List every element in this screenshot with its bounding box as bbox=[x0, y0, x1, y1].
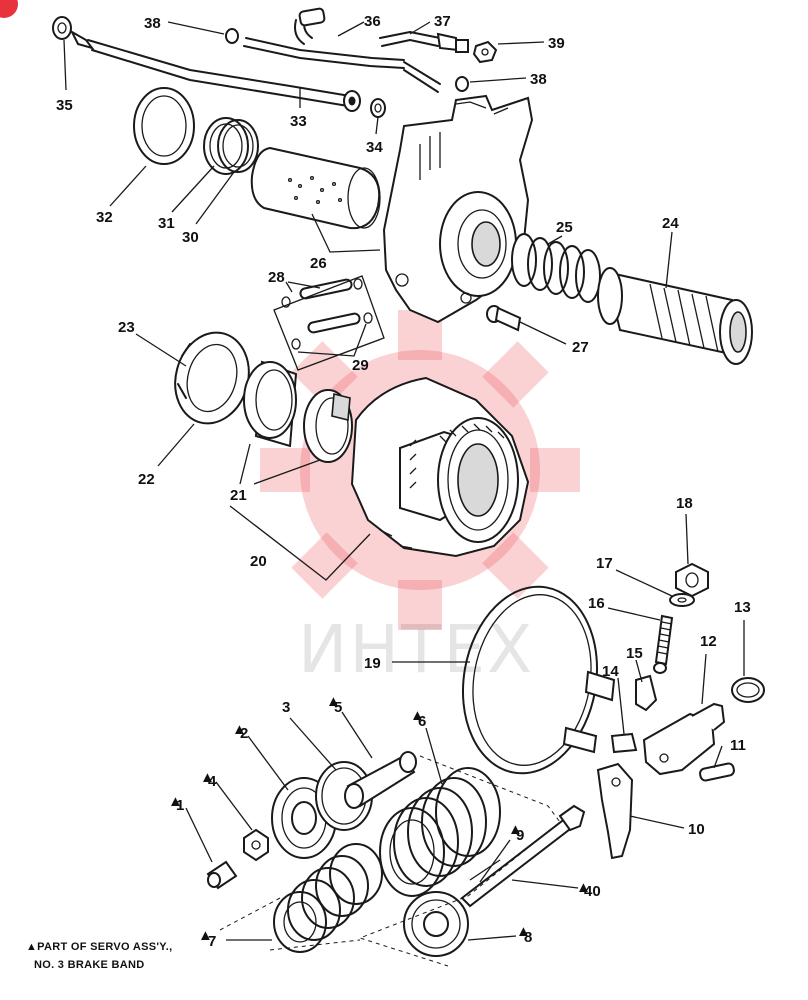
servo-marker-2: ▲ bbox=[232, 721, 247, 738]
part-29-seal-rings bbox=[281, 278, 373, 350]
part-33-tube bbox=[69, 29, 361, 112]
part-31-30-rings bbox=[203, 117, 259, 175]
servo-marker-7: ▲ bbox=[198, 927, 213, 944]
part-32-ring bbox=[133, 87, 195, 165]
part-19-brake-band bbox=[461, 585, 616, 775]
part-27-bolt bbox=[486, 305, 522, 332]
callout-39: 39 bbox=[548, 35, 565, 52]
callout-32: 32 bbox=[96, 209, 113, 226]
callout-29: 29 bbox=[352, 357, 369, 374]
servo-marker-5: ▲ bbox=[326, 693, 341, 710]
callout-34: 34 bbox=[366, 139, 383, 156]
part-26-sleeve bbox=[250, 146, 381, 230]
callout-labels: 35 33 34 38 36 37 39 38 32 31 30 26 25 2… bbox=[56, 13, 751, 950]
footnote-line-2: NO. 3 BRAKE BAND bbox=[34, 959, 145, 971]
part-1-pin bbox=[206, 860, 238, 890]
callout-16: 16 bbox=[588, 595, 605, 612]
part-9-rod-fitting bbox=[469, 859, 501, 881]
callout-40: 40 bbox=[584, 883, 601, 900]
part-36-tube bbox=[243, 7, 441, 93]
part-4-nut bbox=[243, 828, 269, 862]
callout-12: 12 bbox=[700, 633, 717, 650]
callout-6: 6 bbox=[418, 713, 426, 730]
callout-26: 26 bbox=[310, 255, 327, 272]
callout-38b: 38 bbox=[530, 71, 547, 88]
callout-13: 13 bbox=[734, 599, 751, 616]
part-13-seal-ring bbox=[731, 677, 765, 703]
servo-marker-40: ▲ bbox=[576, 879, 591, 896]
callout-14: 14 bbox=[602, 663, 619, 680]
watermark-text: ИНТЕХ bbox=[298, 611, 534, 688]
callout-4: 4 bbox=[208, 773, 217, 790]
callout-1: 1 bbox=[176, 797, 184, 814]
callout-38a: 38 bbox=[144, 15, 161, 32]
callout-22: 22 bbox=[138, 471, 155, 488]
callout-8: 8 bbox=[524, 929, 532, 946]
callout-35: 35 bbox=[56, 97, 73, 114]
part-11-pin bbox=[699, 762, 735, 782]
callout-31: 31 bbox=[158, 215, 175, 232]
callout-33: 33 bbox=[290, 113, 307, 130]
callout-7: 7 bbox=[208, 933, 216, 950]
callout-20: 20 bbox=[250, 553, 267, 570]
part-8-piston bbox=[403, 891, 469, 957]
callout-2: 2 bbox=[240, 725, 248, 742]
callout-15: 15 bbox=[626, 645, 643, 662]
part-15-anchor-pin bbox=[635, 674, 658, 712]
servo-marker-8: ▲ bbox=[516, 923, 531, 940]
part-26-housing bbox=[382, 94, 534, 324]
part-38-seal-ring-upper bbox=[225, 28, 239, 44]
leader-lines bbox=[63, 21, 745, 941]
servo-marker-9: ▲ bbox=[508, 821, 523, 838]
servo-marker-6: ▲ bbox=[410, 707, 425, 724]
part-34-seal-ring bbox=[370, 98, 386, 118]
part-14-strut bbox=[610, 732, 638, 754]
part-40-rod bbox=[460, 804, 586, 908]
part-24-sleeve bbox=[597, 267, 753, 365]
part-39-nut bbox=[472, 40, 498, 64]
part-21-bushing-b bbox=[303, 389, 353, 463]
part-10-lever bbox=[596, 762, 634, 860]
part-21-bushing-a bbox=[243, 360, 298, 448]
callout-3: 3 bbox=[282, 699, 290, 716]
callout-23: 23 bbox=[118, 319, 135, 336]
part-6-springs bbox=[379, 767, 501, 897]
footnote: ▲PART OF SERVO ASS'Y., NO. 3 BRAKE BAND bbox=[26, 941, 172, 971]
servo-dashed-outline bbox=[219, 755, 561, 967]
callout-21: 21 bbox=[230, 487, 247, 504]
part-17-washer bbox=[669, 593, 695, 607]
callout-17: 17 bbox=[596, 555, 613, 572]
part-7-spring bbox=[273, 843, 383, 953]
part-25-spring bbox=[511, 233, 601, 303]
footnote-line-1: ▲PART OF SERVO ASS'Y., bbox=[26, 941, 172, 953]
part-12-anchor bbox=[642, 702, 726, 776]
part-16-adjusting-screw bbox=[653, 614, 674, 674]
part-28-pins bbox=[299, 278, 361, 334]
part-5-rod bbox=[344, 751, 417, 809]
callout-5: 5 bbox=[334, 699, 342, 716]
part-37-tube bbox=[379, 31, 469, 53]
callout-10: 10 bbox=[688, 821, 705, 838]
callout-24: 24 bbox=[662, 215, 679, 232]
corner-badge bbox=[0, 0, 18, 18]
callout-30: 30 bbox=[182, 229, 199, 246]
part-18-nut bbox=[675, 562, 709, 598]
part-22-23-seal-ring bbox=[174, 331, 250, 425]
servo-marker-4: ▲ bbox=[200, 769, 215, 786]
callout-28: 28 bbox=[268, 269, 285, 286]
callout-25: 25 bbox=[556, 219, 573, 236]
part-38-seal-ring-lower bbox=[455, 76, 469, 92]
servo-marker-1: ▲ bbox=[168, 793, 183, 810]
callout-18: 18 bbox=[676, 495, 693, 512]
part-35-seal-ring bbox=[52, 16, 72, 40]
callout-11: 11 bbox=[730, 737, 746, 754]
dashed-box-28-29 bbox=[273, 275, 385, 371]
part-20-drum bbox=[350, 376, 530, 558]
callout-9: 9 bbox=[516, 827, 524, 844]
callout-19: 19 bbox=[364, 655, 381, 672]
callout-37: 37 bbox=[434, 13, 451, 30]
callout-27: 27 bbox=[572, 339, 589, 356]
callout-36: 36 bbox=[364, 13, 381, 30]
